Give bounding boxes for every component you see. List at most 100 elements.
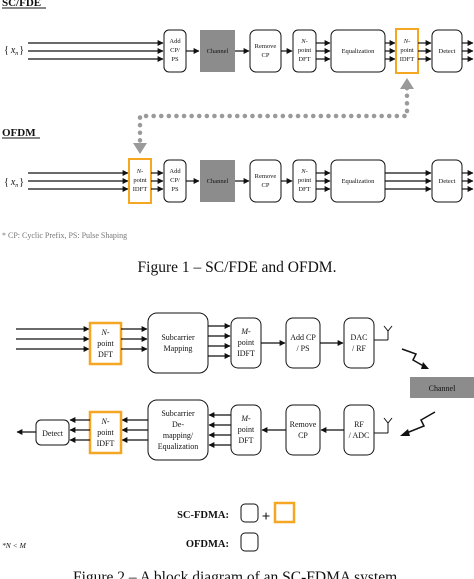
svg-text:Add CP: Add CP [290,333,316,342]
rx-lightning-icon [403,411,436,435]
svg-text:CP/: CP/ [170,47,180,54]
svg-text:/ PS: / PS [296,344,309,353]
ofdm-input-symbol: {xn} [4,177,24,189]
svg-text:IDFT: IDFT [133,186,147,193]
rx-lightning-head [400,429,410,436]
svg-text:Equalization: Equalization [342,48,376,55]
svg-text:point: point [400,47,414,54]
fig2-channel-block: Channel [410,377,474,398]
rx-antenna-icon [374,417,393,434]
fig2-caption: Figure 2 – A block diagram of an SC-FDMA… [73,569,401,579]
dotted-arrow-head-down [133,143,147,154]
svg-text:point: point [298,177,312,184]
scfde-input-symbol: {xn} [4,45,24,57]
figure-1: SC/FDE {xn} Add CP/ PS Channel Remove [2,0,474,276]
legend-ofdma-block-icon [240,532,259,552]
figure-2: N- point DFT Subcarrier Mapping M- point… [2,312,474,579]
ofdm-title: OFDM [2,127,36,139]
svg-text:N-: N- [300,38,308,45]
tx-lightning-icon [401,348,428,369]
svg-text:/ RF: / RF [352,344,367,353]
svg-text:/ ADC: / ADC [349,431,370,440]
rx-n-point-idft-block: N- point IDFT [88,410,123,455]
svg-text:DFT: DFT [238,436,253,445]
svg-text:IDFT: IDFT [237,349,255,358]
ofdm-dft-block: N- point DFT [292,159,317,203]
svg-text:PS: PS [171,186,179,193]
svg-text:N-: N- [300,168,308,175]
tx-dac-rf-block: DAC / RF [343,317,375,369]
rx-subcarrier-demapping-block: Subcarrier De- mapping/ Equalization [147,399,209,461]
scfde-add-cp-ps-block: Add CP/ PS [163,29,187,73]
svg-text:Equalization: Equalization [158,442,198,451]
svg-text:Detect: Detect [439,48,456,55]
svg-text:IDFT: IDFT [400,56,414,63]
legend-plain-block-icon [240,503,259,523]
tx-n-point-dft-block: N- point DFT [88,321,123,366]
fig2-legend: SC-FDMA: + OFDMA: [177,501,296,552]
svg-text:point: point [97,428,114,437]
fig1-caption: Figure 1 – SC/FDE and OFDM. [138,259,337,276]
svg-text:Subcarrier: Subcarrier [161,333,195,342]
svg-text:Channel: Channel [207,48,229,55]
svg-text:CP: CP [298,431,308,440]
svg-text:PS: PS [171,56,179,63]
svg-text:point: point [238,338,255,347]
rx-rf-adc-block: RF / ADC [343,404,375,456]
tx-add-cp-ps-block: Add CP / PS [285,317,321,369]
svg-text:M-: M- [240,414,251,423]
svg-text:point: point [133,177,147,184]
svg-text:Remove: Remove [290,420,317,429]
svg-text:N-: N- [136,168,144,175]
scfde-equalization-block: Equalization [330,29,386,73]
scfde-title: SC/FDE [2,0,41,9]
rx-detect-block: Detect [35,419,70,446]
svg-text:CP: CP [262,182,270,189]
fig2-note: *N < M [2,541,27,550]
svg-text:Mapping: Mapping [164,344,193,353]
svg-text:M-: M- [240,327,251,336]
svg-text:RF: RF [354,420,364,429]
tx-m-point-idft-block: M- point IDFT [230,317,262,369]
legend-plus: + [262,509,271,525]
scfde-idft-block: N- point IDFT [395,28,419,74]
scfde-channel-block: Channel [200,30,235,72]
rx-m-point-dft-block: M- point DFT [230,404,262,456]
svg-text:Remove: Remove [255,43,277,50]
svg-text:DFT: DFT [298,186,310,193]
ofdm-equalization-block: Equalization [330,159,386,203]
dotted-arrow-head-up [400,78,414,89]
svg-text:IDFT: IDFT [97,439,115,448]
svg-text:Channel: Channel [207,178,229,185]
svg-text:point: point [238,425,255,434]
svg-text:point: point [97,339,114,348]
legend-scfdma-label: SC-FDMA: [177,510,229,521]
svg-text:Channel: Channel [429,384,456,393]
svg-text:Remove: Remove [255,173,277,180]
svg-text:Detect: Detect [42,429,64,438]
svg-text:DFT: DFT [98,350,113,359]
ofdm-channel-block: Channel [200,160,235,202]
idft-relocation-dotted-arrow [137,80,410,151]
ofdm-add-cp-ps-block: Add CP/ PS [163,159,187,203]
scfde-chain: {xn} Add CP/ PS Channel Remove CP [4,28,474,74]
svg-text:Add: Add [169,38,181,45]
scfde-dft-block: N- point DFT [292,29,317,73]
svg-text:Add: Add [169,168,181,175]
rx-remove-cp-block: Remove CP [285,404,321,456]
ofdm-detect-block: Detect [431,159,463,203]
tx-subcarrier-mapping-block: Subcarrier Mapping [147,312,209,374]
svg-text:mapping/: mapping/ [163,431,194,440]
svg-text:point: point [298,47,312,54]
scfde-detect-block: Detect [431,29,463,73]
svg-text:N-: N- [101,328,110,337]
svg-text:Equalization: Equalization [342,178,376,185]
svg-text:DFT: DFT [298,56,310,63]
svg-text:De-: De- [172,420,184,429]
svg-text:Detect: Detect [439,178,456,185]
svg-text:DAC: DAC [351,333,368,342]
svg-text:CP: CP [262,52,270,59]
ofdm-idft-block: N- point IDFT [128,158,152,204]
ofdm-chain: {xn} N- point IDFT Add CP/ PS [4,158,474,204]
